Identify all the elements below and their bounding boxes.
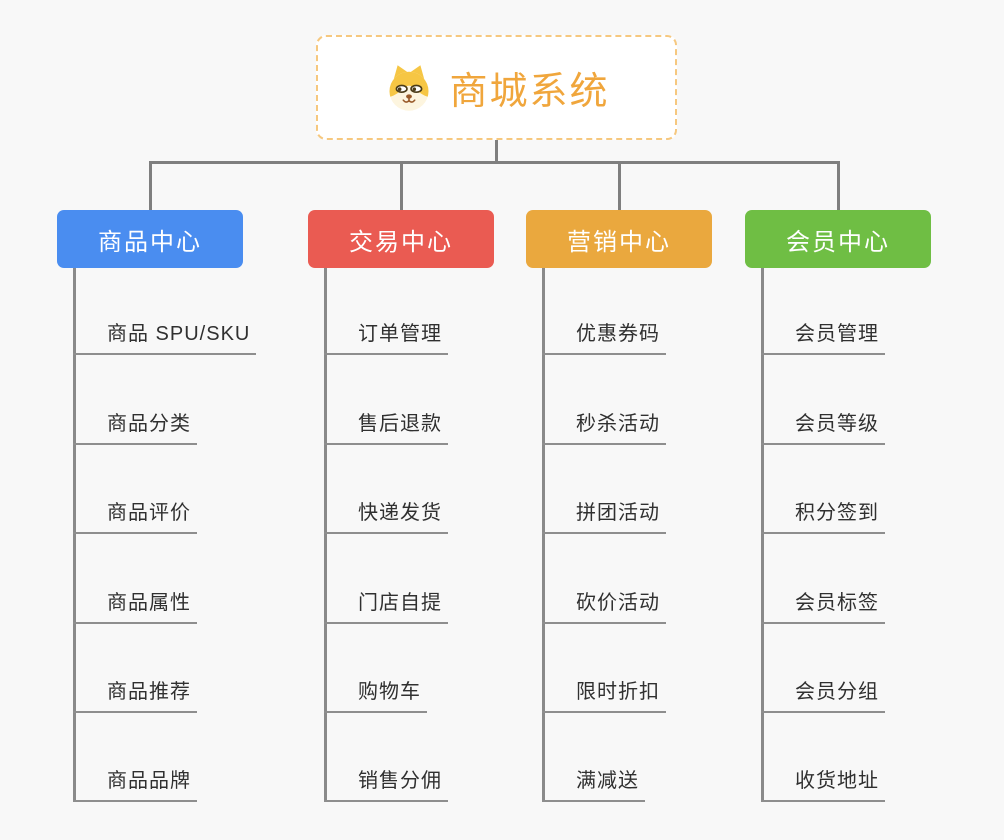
leaf-node[interactable]: 秒杀活动 [542,409,666,445]
leaf-node[interactable]: 会员分组 [761,677,885,713]
leaf-node[interactable]: 订单管理 [324,319,448,355]
tree-connector-drop [400,161,403,210]
tree-connector-drop [149,161,152,210]
leaf-node[interactable]: 会员标签 [761,588,885,624]
leaf-node[interactable]: 积分签到 [761,498,885,534]
leaf-node[interactable]: 快递发货 [324,498,448,534]
root-node-title: 商城系统 [449,71,610,113]
leaf-node[interactable]: 会员管理 [761,319,885,355]
branch-spine-line [73,268,76,802]
tree-connector-stem [495,140,498,164]
leaf-node[interactable]: 商品属性 [73,588,197,624]
branch-marketing-center: 营销中心 优惠券码 秒杀活动 拼团活动 砍价活动 限时折扣 满减送 [526,210,766,810]
branch-trade-center: 交易中心 订单管理 售后退款 快递发货 门店自提 购物车 销售分佣 [308,210,548,810]
branch-header-marketing-center[interactable]: 营销中心 [526,210,712,268]
shiba-dog-icon [389,64,429,111]
tree-connector-drop [837,161,840,210]
leaf-node[interactable]: 售后退款 [324,409,448,445]
leaf-node[interactable]: 商品推荐 [73,677,197,713]
leaf-node[interactable]: 销售分佣 [324,766,448,802]
leaf-node[interactable]: 满减送 [542,766,645,802]
root-node-mall-system[interactable]: 商城系统 [316,35,677,140]
leaf-node[interactable]: 拼团活动 [542,498,666,534]
leaf-node[interactable]: 商品评价 [73,498,197,534]
leaf-node[interactable]: 收货地址 [761,766,885,802]
leaf-node[interactable]: 限时折扣 [542,677,666,713]
leaf-node[interactable]: 商品分类 [73,409,197,445]
branch-header-product-center[interactable]: 商品中心 [57,210,243,268]
leaf-node[interactable]: 会员等级 [761,409,885,445]
leaf-node[interactable]: 商品 SPU/SKU [73,319,257,355]
branch-header-trade-center[interactable]: 交易中心 [308,210,494,268]
branch-spine-line [324,268,327,802]
leaf-node[interactable]: 购物车 [324,677,427,713]
leaf-node[interactable]: 门店自提 [324,588,448,624]
leaf-node[interactable]: 砍价活动 [542,588,666,624]
leaf-node[interactable]: 优惠券码 [542,319,666,355]
branch-spine-line [542,268,545,802]
leaf-node[interactable]: 商品品牌 [73,766,197,802]
tree-connector-drop [618,161,621,210]
branch-spine-line [761,268,764,802]
tree-connector-horizontal [149,161,840,164]
branch-product-center: 商品中心 商品 SPU/SKU 商品分类 商品评价 商品属性 商品推荐 商品品牌 [57,210,297,810]
branch-member-center: 会员中心 会员管理 会员等级 积分签到 会员标签 会员分组 收货地址 [745,210,985,810]
branch-header-member-center[interactable]: 会员中心 [745,210,931,268]
